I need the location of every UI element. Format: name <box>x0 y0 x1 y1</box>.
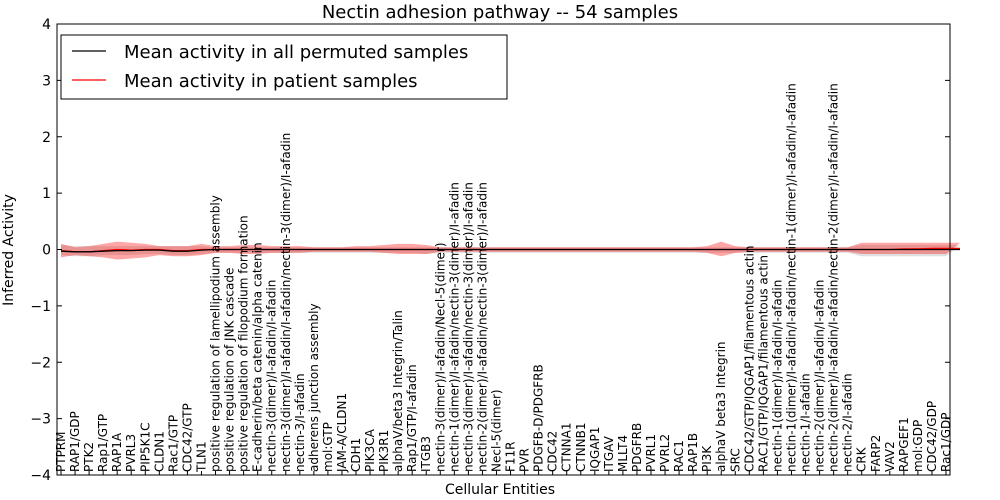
y-axis-label: Inferred Activity <box>1 194 17 306</box>
x-tick-label: Rac1/GDP <box>939 413 953 472</box>
x-tick-label: Rap1/GTP/I-afadin <box>405 364 419 472</box>
x-tick-label: positive regulation of filopodium format… <box>237 215 251 472</box>
x-tick-label: PVRL3 <box>124 434 138 472</box>
x-tick-label: nectin-2(dimer)/I-afadin/I-afadin <box>813 280 827 472</box>
x-tick-label: PVRL2 <box>658 434 672 472</box>
band-series-0 <box>61 245 960 257</box>
x-tick-label: positive regulation of lamellipodium ass… <box>209 195 223 472</box>
x-tick-label: PIP5K1C <box>138 422 152 472</box>
x-tick-label: Necl-5(dimer) <box>490 389 504 472</box>
x-tick-label: nectin-3(dimer)/I-afadin/I-afadin <box>265 280 279 472</box>
x-tick-label: SRC <box>728 448 742 472</box>
x-tick-label: nectin-1/I-afadin <box>799 373 813 472</box>
x-tick-label: alphaV/beta3 Integrin/Talin <box>391 310 405 472</box>
x-tick-label: nectin-2(dimer)/I-afadin/I-afadin/nectin… <box>827 83 841 472</box>
x-tick-label: RAC1 <box>672 440 686 472</box>
x-tick-label: positive regulation of JNK cascade <box>223 268 237 472</box>
chart-title: Nectin adhesion pathway -- 54 samples <box>322 2 678 23</box>
series-line-0 <box>60 248 960 253</box>
x-tick-label: CDC42/GDP <box>925 401 939 472</box>
x-tick-label: JAM-A/CLDN1 <box>335 393 349 473</box>
x-tick-label: MLLT4 <box>616 435 630 472</box>
y-tick-label: 4 <box>42 17 51 33</box>
x-tick-label: nectin-2(dimer)/I-afadin/nectin-3(dimer)… <box>475 182 489 472</box>
x-tick-label: adherens junction assembly <box>307 303 321 472</box>
band-series-1 <box>61 241 960 260</box>
x-tick-label: RAP1A <box>110 432 124 472</box>
x-tick-label: PTPRM <box>54 432 68 473</box>
x-tick-label: E-cadherin/beta catenin/alpha catenin <box>251 242 265 472</box>
x-tick-label: nectin-2/I-afadin <box>841 373 855 472</box>
x-tick-label: nectin-3/I-afadin <box>293 373 307 472</box>
x-tick-label: PVRL1 <box>644 434 658 472</box>
x-tick-label: nectin-3(dimer)/I-afadin/I-afadin/nectin… <box>279 133 293 472</box>
x-tick-label: CDH1 <box>349 438 363 472</box>
legend-box <box>60 34 508 100</box>
legend: Mean activity in all permuted samples Me… <box>60 34 508 100</box>
x-tick-label: CLDN1 <box>152 431 166 472</box>
y-tick-label: −3 <box>30 412 51 428</box>
x-tick-label: FARP2 <box>869 435 883 472</box>
x-tick-label: mol:GTP <box>321 422 335 472</box>
x-tick-label: CTNNA1 <box>560 422 574 472</box>
x-tick-label: CTNNB1 <box>574 422 588 472</box>
x-tick-label: ITGB3 <box>419 436 433 472</box>
x-tick-label: nectin-3(dimer)/I-afadin/Necl-5(dimer) <box>433 242 447 472</box>
y-tick-label: −1 <box>30 299 51 315</box>
x-tick-label: nectin-1(dimer)/I-afadin/nectin-3(dimer)… <box>447 182 461 472</box>
x-tick-label: RAP1/GDP <box>68 411 82 472</box>
y-tick-label: 2 <box>42 130 51 146</box>
legend-label-patient: Mean activity in patient samples <box>124 71 418 92</box>
x-tick-label: RAC1/GTP/IQGAP1/filamentous actin <box>756 255 770 472</box>
y-tick-label: 0 <box>42 243 51 259</box>
x-tick-label: PDGFRB <box>630 423 644 472</box>
x-tick-label: nectin-1(dimer)/I-afadin/I-afadin/nectin… <box>785 83 799 472</box>
x-tick-label: nectin-1(dimer)/I-afadin/I-afadin <box>770 280 784 472</box>
x-tick-label: CDC42/GTP/IQGAP1/filamentous actin <box>742 246 756 472</box>
x-axis-label: Cellular Entities <box>445 482 555 498</box>
x-tick-label: CRK <box>855 446 869 472</box>
x-tick-label: nectin-3(dimer)/I-afadin/nectin-3(dimer)… <box>461 182 475 472</box>
y-tick-label: 1 <box>42 186 51 202</box>
x-tick-label: PIK3R1 <box>377 430 391 472</box>
y-tick-label: 3 <box>42 73 51 89</box>
x-tick-label: CDC42 <box>546 431 560 472</box>
x-tick-label: alphaV beta3 Integrin <box>714 341 728 472</box>
x-tick-label: PI3K <box>700 445 714 472</box>
x-tick-label: PIK3CA <box>363 428 377 472</box>
x-tick-label: PTK2 <box>82 442 96 472</box>
x-tick-label: VAV2 <box>883 441 897 472</box>
x-tick-label: RAPGEF1 <box>897 417 911 472</box>
x-tick-label: PVR <box>518 448 532 472</box>
x-tick-label: RAP1B <box>686 433 700 472</box>
x-tick-label: F11R <box>504 441 518 472</box>
x-tick-label: Rap1/GTP <box>96 414 110 472</box>
x-tick-label: CDC42/GTP <box>180 403 194 472</box>
x-tick-label: PDGFB-D/PDGFRB <box>532 364 546 472</box>
x-tick-label: mol:GDP <box>911 420 925 472</box>
x-tick-label: TLN1 <box>195 441 209 473</box>
x-tick-label: ITGAV <box>602 435 616 472</box>
legend-label-permuted: Mean activity in all permuted samples <box>124 42 468 63</box>
x-tick-label: Rac1/GTP <box>166 415 180 472</box>
y-tick-label: −4 <box>30 468 51 484</box>
x-tick-label: IQGAP1 <box>588 427 602 472</box>
y-tick-label: −2 <box>30 355 51 371</box>
